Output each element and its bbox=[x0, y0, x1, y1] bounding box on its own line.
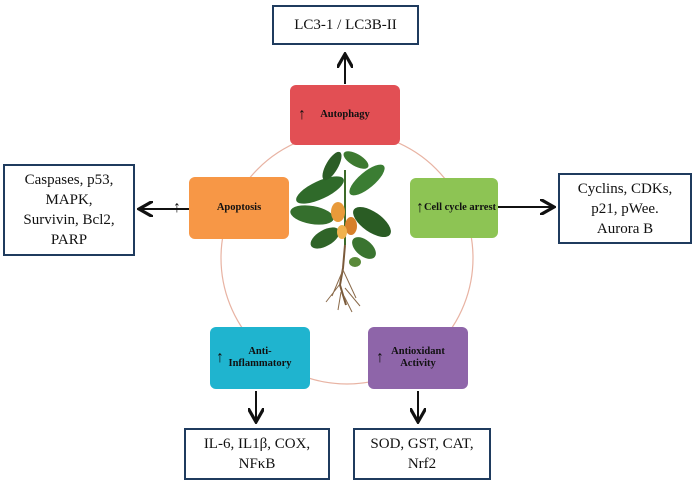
anti-inflammatory-node: ↑ Anti- Inflammatory bbox=[210, 327, 310, 389]
antioxidant-markers-box: SOD, GST, CAT, Nrf2 bbox=[353, 428, 491, 480]
antioxidant-label: Antioxidant Activity bbox=[391, 346, 445, 369]
up-arrow-icon: ↑ bbox=[416, 198, 424, 216]
up-arrow-icon: ↑ bbox=[173, 198, 181, 216]
apoptosis-label: Apoptosis bbox=[216, 202, 262, 213]
anti-inflammatory-label: Anti- Inflammatory bbox=[228, 346, 292, 369]
anti-inflammatory-markers-box: IL-6, IL1β, COX, NFκB bbox=[184, 428, 330, 480]
apoptosis-node: ↑ Apoptosis bbox=[173, 177, 289, 239]
plant-illustration bbox=[290, 151, 391, 313]
apoptosis-markers-box: Caspases, p53, MAPK, Survivin, Bcl2, PAR… bbox=[3, 164, 135, 256]
anti-inflammatory-markers: IL-6, IL1β, COX, NFκB bbox=[203, 436, 311, 472]
cell-cycle-label: Cell cycle arrest bbox=[423, 202, 497, 213]
autophagy-node: ↑ Autophagy bbox=[290, 85, 400, 145]
antioxidant-node: ↑ Antioxidant Activity bbox=[368, 327, 468, 389]
up-arrow-icon: ↑ bbox=[298, 105, 306, 123]
cell-cycle-markers: Cyclins, CDKs, p21, pWee. Aurora B bbox=[577, 180, 673, 237]
apoptosis-markers: Caspases, p53, MAPK, Survivin, Bcl2, PAR… bbox=[23, 172, 115, 248]
cell-cycle-arrest-node: ↑ Cell cycle arrest bbox=[410, 178, 498, 238]
autophagy-label: Autophagy bbox=[320, 109, 370, 120]
up-arrow-icon: ↑ bbox=[376, 348, 384, 366]
cell-cycle-markers-box: Cyclins, CDKs, p21, pWee. Aurora B bbox=[558, 173, 692, 244]
antioxidant-markers: SOD, GST, CAT, Nrf2 bbox=[370, 436, 474, 472]
up-arrow-icon: ↑ bbox=[216, 348, 224, 366]
autophagy-markers: LC3-1 / LC3B-II bbox=[294, 17, 397, 33]
autophagy-markers-box: LC3-1 / LC3B-II bbox=[272, 5, 419, 45]
